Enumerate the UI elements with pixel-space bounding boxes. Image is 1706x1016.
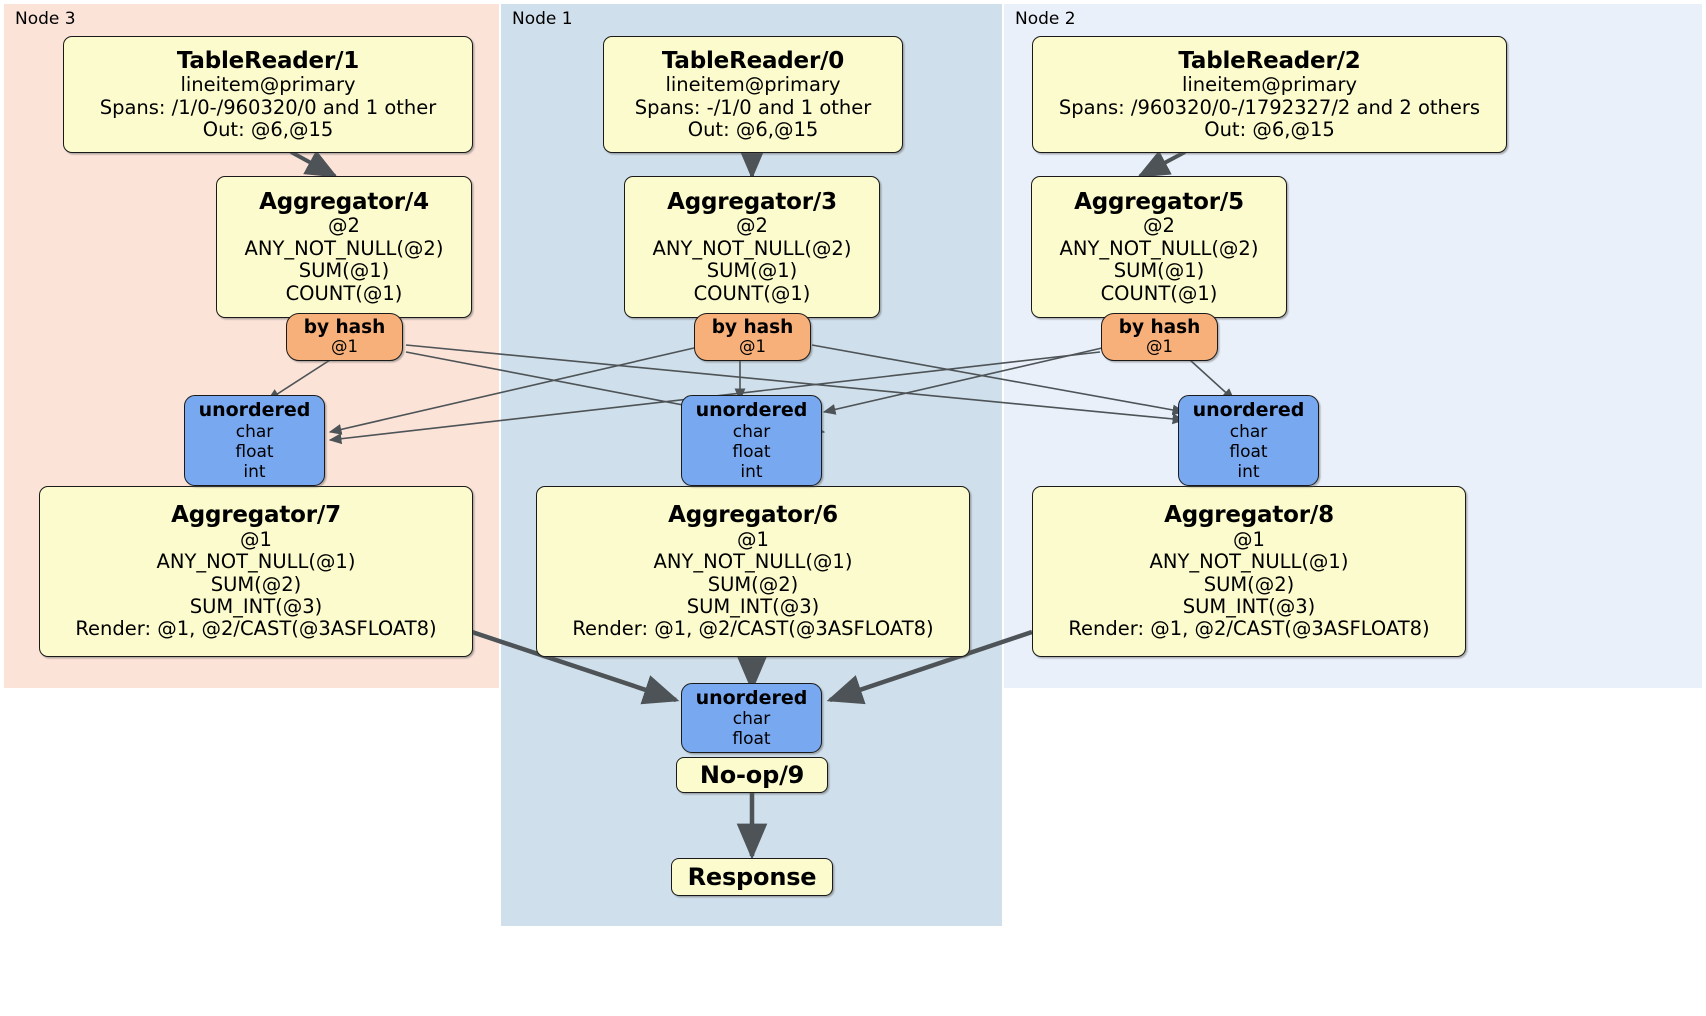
- node-panel-label-node-1: Node 1: [512, 9, 573, 29]
- processor-line: @1: [1233, 527, 1265, 551]
- processor-line: SUM_INT(@3): [189, 595, 323, 619]
- processor-response[interactable]: Response: [671, 858, 833, 896]
- synchronizer-line: float: [732, 729, 771, 750]
- synchronizer-title: unordered: [198, 399, 311, 422]
- processor-line: Render: @1, @2/CAST(@3ASFLOAT8): [75, 617, 437, 641]
- processor-line: ANY_NOT_NULL(@2): [1059, 236, 1259, 260]
- processor-line: ANY_NOT_NULL(@1): [1149, 550, 1349, 574]
- processor-line: Render: @1, @2/CAST(@3ASFLOAT8): [572, 617, 934, 641]
- processor-line: ANY_NOT_NULL(@1): [156, 550, 356, 574]
- processor-noop-9[interactable]: No-op/9: [676, 757, 828, 793]
- processor-line: ANY_NOT_NULL(@1): [653, 550, 853, 574]
- processor-aggregator-6[interactable]: Aggregator/6 @1 ANY_NOT_NULL(@1) SUM(@2)…: [536, 486, 970, 657]
- synchronizer-title: unordered: [695, 686, 808, 709]
- processor-title: Aggregator/7: [171, 502, 341, 529]
- processor-table-reader-1[interactable]: TableReader/1 lineitem@primary Spans: /1…: [63, 36, 473, 153]
- processor-line: ANY_NOT_NULL(@2): [652, 236, 852, 260]
- synchronizer-line: char: [732, 421, 771, 442]
- processor-title: Aggregator/3: [667, 188, 837, 215]
- processor-title: Aggregator/8: [1164, 502, 1334, 529]
- processor-line: COUNT(@1): [285, 281, 403, 305]
- processor-title: Aggregator/5: [1074, 188, 1244, 215]
- processor-table-reader-2[interactable]: TableReader/2 lineitem@primary Spans: /9…: [1032, 36, 1507, 153]
- router-line: @1: [331, 337, 358, 357]
- processor-line: lineitem@primary: [1181, 73, 1358, 97]
- synchronizer-line: float: [732, 441, 771, 462]
- router-by-hash-left[interactable]: by hash @1: [286, 313, 403, 361]
- processor-title: Aggregator/6: [668, 502, 838, 529]
- processor-line: @2: [328, 214, 360, 238]
- synchronizer-line: char: [1229, 421, 1268, 442]
- synchronizer-line: char: [235, 421, 274, 442]
- processor-line: Out: @6,@15: [202, 118, 334, 142]
- processor-aggregator-4[interactable]: Aggregator/4 @2 ANY_NOT_NULL(@2) SUM(@1)…: [216, 176, 472, 318]
- synchronizer-unordered-right[interactable]: unordered char float int: [1178, 395, 1319, 486]
- processor-line: Out: @6,@15: [1204, 118, 1335, 142]
- processor-aggregator-5[interactable]: Aggregator/5 @2 ANY_NOT_NULL(@2) SUM(@1)…: [1031, 176, 1287, 318]
- processor-line: SUM(@2): [1203, 572, 1295, 596]
- router-title: by hash: [303, 316, 386, 338]
- router-line: @1: [739, 337, 766, 357]
- processor-line: Spans: /1/0-/960320/0 and 1 other: [99, 95, 437, 119]
- processor-line: @1: [737, 527, 769, 551]
- processor-line: SUM(@1): [706, 259, 798, 283]
- processor-line: SUM_INT(@3): [1182, 595, 1316, 619]
- processor-title: TableReader/2: [1178, 47, 1361, 74]
- synchronizer-line: int: [1237, 461, 1260, 482]
- processor-title: TableReader/1: [176, 47, 360, 74]
- processor-aggregator-7[interactable]: Aggregator/7 @1 ANY_NOT_NULL(@1) SUM(@2)…: [39, 486, 473, 657]
- synchronizer-unordered-center[interactable]: unordered char float int: [681, 395, 822, 486]
- processor-table-reader-0[interactable]: TableReader/0 lineitem@primary Spans: -/…: [603, 36, 903, 153]
- processor-line: ANY_NOT_NULL(@2): [244, 236, 444, 260]
- node-panel-label-node-3: Node 3: [15, 9, 76, 29]
- synchronizer-title: unordered: [695, 399, 808, 422]
- processor-title: Response: [687, 863, 817, 891]
- synchronizer-unordered-final[interactable]: unordered char float: [681, 683, 822, 753]
- node-panel-label-node-2: Node 2: [1015, 9, 1076, 29]
- processor-line: SUM(@1): [298, 259, 390, 283]
- processor-line: COUNT(@1): [1100, 281, 1218, 305]
- processor-line: SUM(@1): [1113, 259, 1205, 283]
- processor-line: Spans: -/1/0 and 1 other: [634, 95, 872, 119]
- processor-line: @2: [1143, 214, 1175, 238]
- processor-line: SUM(@2): [210, 572, 302, 596]
- synchronizer-line: char: [732, 709, 771, 730]
- router-title: by hash: [711, 316, 794, 338]
- processor-line: Render: @1, @2/CAST(@3ASFLOAT8): [1068, 617, 1430, 641]
- synchronizer-unordered-left[interactable]: unordered char float int: [184, 395, 325, 486]
- synchronizer-line: int: [740, 461, 763, 482]
- processor-aggregator-3[interactable]: Aggregator/3 @2 ANY_NOT_NULL(@2) SUM(@1)…: [624, 176, 880, 318]
- processor-line: SUM_INT(@3): [686, 595, 820, 619]
- processor-line: lineitem@primary: [180, 73, 356, 97]
- processor-title: No-op/9: [699, 761, 805, 789]
- processor-line: COUNT(@1): [693, 281, 811, 305]
- router-line: @1: [1146, 337, 1173, 357]
- processor-line: Out: @6,@15: [687, 118, 819, 142]
- synchronizer-line: int: [243, 461, 266, 482]
- router-by-hash-right[interactable]: by hash @1: [1101, 313, 1218, 361]
- processor-line: lineitem@primary: [665, 73, 841, 97]
- processor-line: @1: [240, 527, 272, 551]
- router-by-hash-center[interactable]: by hash @1: [694, 313, 811, 361]
- processor-title: TableReader/0: [661, 47, 845, 74]
- processor-line: @2: [736, 214, 768, 238]
- processor-title: Aggregator/4: [259, 188, 429, 215]
- router-title: by hash: [1118, 316, 1201, 338]
- processor-line: SUM(@2): [707, 572, 799, 596]
- synchronizer-title: unordered: [1192, 399, 1305, 422]
- synchronizer-line: float: [1229, 441, 1268, 462]
- processor-aggregator-8[interactable]: Aggregator/8 @1 ANY_NOT_NULL(@1) SUM(@2)…: [1032, 486, 1466, 657]
- synchronizer-line: float: [235, 441, 274, 462]
- processor-line: Spans: /960320/0-/1792327/2 and 2 others: [1058, 95, 1481, 119]
